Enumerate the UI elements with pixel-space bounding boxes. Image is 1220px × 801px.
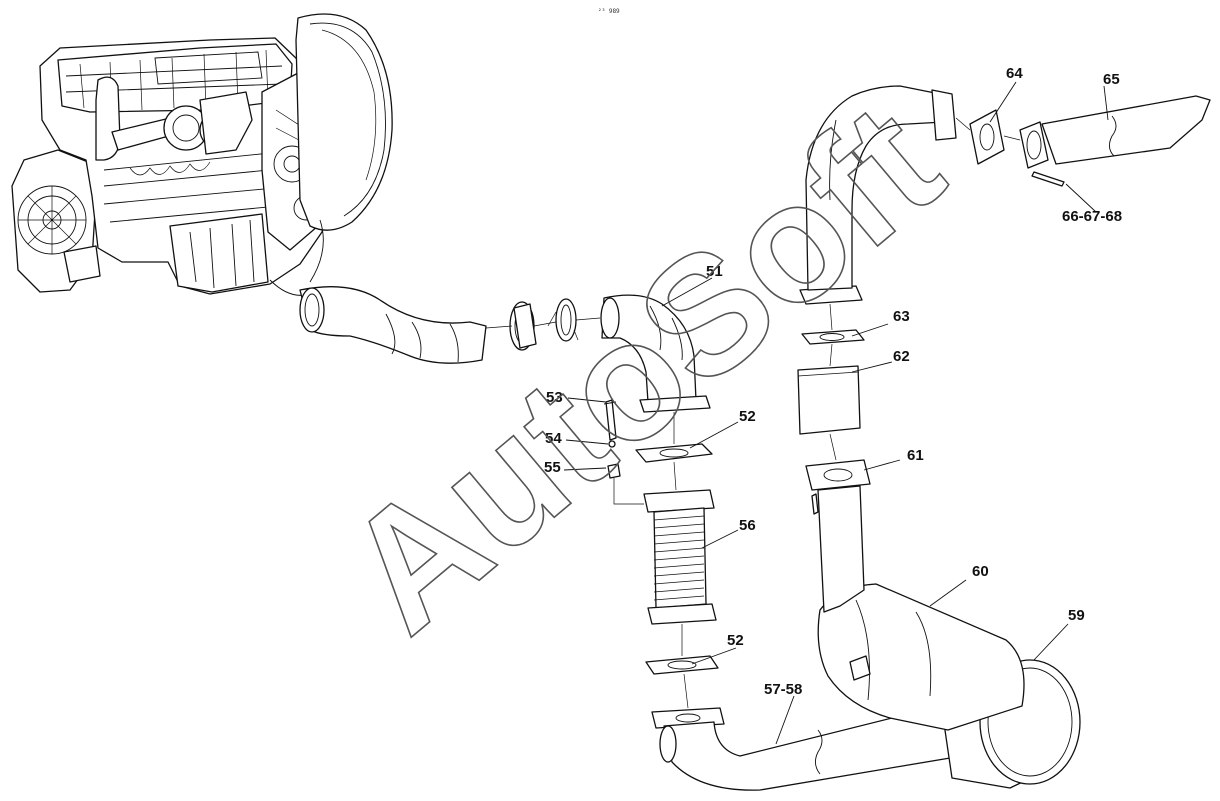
callout-56: 56 xyxy=(739,517,756,534)
gasket-52-lower xyxy=(645,655,719,675)
callout-61: 61 xyxy=(907,447,924,464)
leader-lines xyxy=(563,81,1109,745)
callout-62: 62 xyxy=(893,348,910,365)
callout-59: 59 xyxy=(1068,607,1085,624)
callout-64: 64 xyxy=(1006,65,1023,82)
exhaust-elbow-51 xyxy=(600,294,711,413)
callout-65: 65 xyxy=(1103,71,1120,88)
gasket-63 xyxy=(801,329,865,345)
watermark: AutoSoft xyxy=(310,68,974,668)
callout-54: 54 xyxy=(545,430,562,447)
callout-52-upper: 52 xyxy=(739,408,756,425)
exhaust-clamp-b xyxy=(547,298,579,342)
drawing-code: ²³ 989 xyxy=(598,8,620,15)
tail-pipe-65 xyxy=(1019,95,1211,169)
callout-66-67-68: 66-67-68 xyxy=(1062,208,1122,225)
callout-52-lower: 52 xyxy=(727,632,744,649)
bolt-66-67-68 xyxy=(1031,171,1065,187)
flange-61 xyxy=(805,459,871,613)
flex-bellows-56 xyxy=(643,489,717,625)
callout-53: 53 xyxy=(546,389,563,406)
engine-assembly xyxy=(11,13,393,296)
exhaust-clamp-a xyxy=(509,301,537,351)
callout-60: 60 xyxy=(972,563,989,580)
gasket-64 xyxy=(969,109,1005,165)
callout-51: 51 xyxy=(706,263,723,280)
gasket-52-upper xyxy=(635,443,713,463)
callout-55: 55 xyxy=(544,459,561,476)
flexible-hose xyxy=(299,286,487,364)
washer-54 xyxy=(608,440,616,448)
muffler-body-60 xyxy=(817,583,1025,731)
callout-57-58: 57-58 xyxy=(764,681,802,698)
nut-55 xyxy=(607,463,621,479)
stack-elbow xyxy=(799,85,957,305)
heat-shield-62 xyxy=(797,365,861,435)
callout-63: 63 xyxy=(893,308,910,325)
bolt-53 xyxy=(603,399,617,441)
